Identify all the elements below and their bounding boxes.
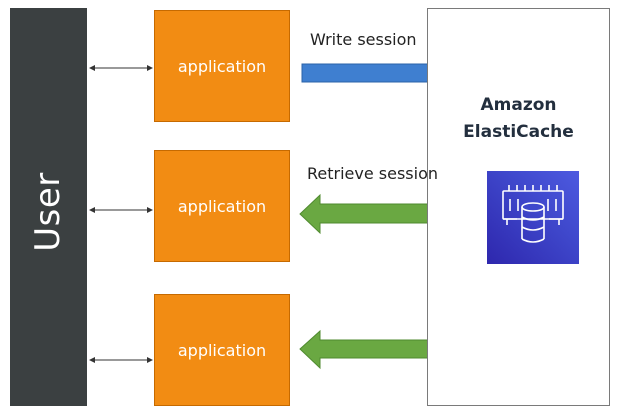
elasticache-title-line1: Amazon: [480, 95, 557, 115]
write-session-label: Write session: [310, 30, 417, 49]
user-label: User: [28, 172, 68, 252]
elasticache-icon: [487, 171, 579, 264]
application-label: application: [177, 56, 267, 76]
elasticache-icon-graphic: [502, 185, 564, 243]
application-box-2: application: [154, 150, 290, 262]
application-box-1: application: [154, 10, 290, 122]
elasticache-title: Amazon ElastiCache: [427, 92, 610, 146]
user-bar: [10, 8, 87, 406]
retrieve-session-label: Retrieve session: [307, 164, 439, 183]
elasticache-title-line2: ElastiCache: [463, 122, 574, 142]
application-box-3: application: [154, 294, 290, 406]
application-label: application: [177, 340, 267, 360]
application-label: application: [177, 196, 267, 216]
